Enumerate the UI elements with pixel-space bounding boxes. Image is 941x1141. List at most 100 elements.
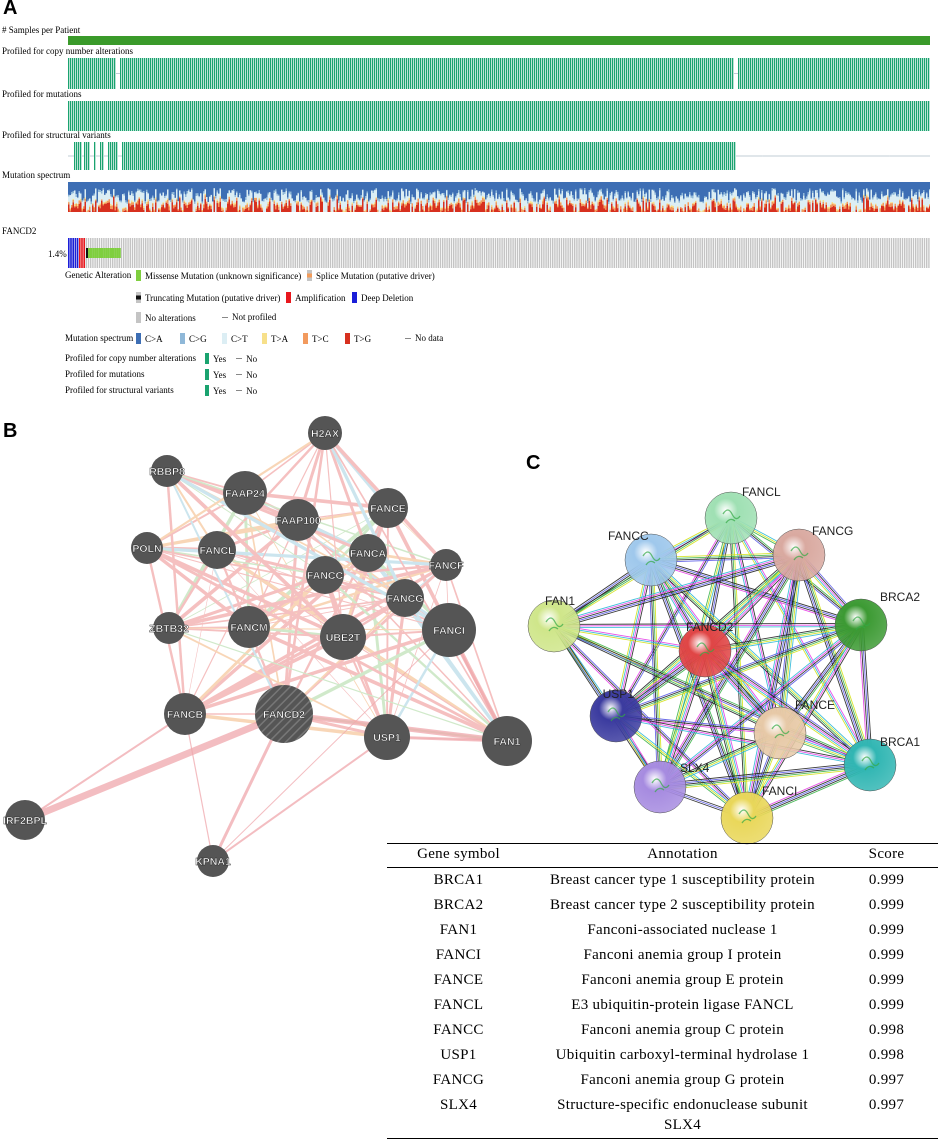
gene-cell: BRCA2 (433, 897, 484, 913)
annotation-cell: Fanconi anemia group I protein (583, 947, 782, 963)
protein-node-label: FANCI (762, 784, 797, 798)
no-swatch (236, 358, 243, 359)
protein-node (633, 760, 687, 814)
score-cell: 0.999 (868, 997, 905, 1013)
network-node (386, 579, 424, 617)
legend-spectrum-item: C>T (222, 333, 248, 344)
network-node (151, 455, 183, 487)
network-node (197, 845, 229, 877)
legend-no-alterations: No alterations (136, 312, 196, 323)
gene-cell: FAN1 (439, 922, 478, 938)
protein-node (678, 624, 732, 678)
score-cell: 0.998 (868, 1022, 905, 1038)
yes-swatch (205, 353, 209, 364)
protein-node-label: FAN1 (545, 594, 575, 608)
gene-cell: FANCG (432, 1072, 485, 1088)
annotation-cell: Fanconi anemia group G protein (580, 1072, 785, 1088)
legend-profiled-label: Profiled for structural variants (65, 385, 174, 395)
network-node (306, 556, 344, 594)
network-node-label: FAN1 (494, 736, 521, 748)
network-node-label: IRF2BPL (3, 815, 47, 827)
annotation-cell: Breast cancer type 2 susceptibility prot… (550, 897, 815, 913)
network-node (153, 612, 185, 644)
gene-cell: FANCE (433, 972, 484, 988)
annotation-cell: Fanconi-associated nuclease 1 (587, 922, 778, 938)
protein-node (589, 689, 643, 743)
samples-track-label: # Samples per Patient (2, 25, 81, 35)
protein-node (834, 598, 888, 652)
network-node-label: UBE2T (326, 632, 361, 644)
annotation-cell: Fanconi anemia group C protein (580, 1022, 785, 1038)
missense-swatch (136, 270, 141, 281)
network-node (364, 714, 410, 760)
table-row: BRCA2 Breast cancer type 2 susceptibility… (387, 893, 938, 918)
deep-deletion-swatch (352, 292, 357, 303)
gene-track-label: FANCD2 (2, 226, 37, 236)
yes-swatch (205, 369, 209, 380)
score-cell: 0.999 (868, 872, 905, 888)
table-row: FANCC Fanconi anemia group C protein 0.998 (387, 1018, 938, 1043)
legend-profiled-label: Profiled for mutations (65, 369, 145, 379)
protein-node (704, 491, 758, 545)
network-node (349, 534, 387, 572)
network-node (482, 716, 532, 766)
fancd2-oncoprint-track (68, 238, 930, 268)
legend-spectrum-item: T>G (345, 333, 371, 344)
yes-swatch (205, 385, 209, 396)
sv-profiled-track (68, 142, 930, 170)
score-cell: 0.998 (868, 1047, 905, 1063)
protein-node-label: SLX4 (680, 761, 710, 775)
legend-no-data: No data (405, 333, 443, 343)
protein-node (753, 706, 807, 760)
network-node (308, 416, 342, 450)
network-node (164, 693, 206, 735)
legend-spectrum-item: T>C (303, 333, 329, 344)
spectrum-swatch (345, 333, 350, 344)
legend-not-profiled: Not profiled (222, 312, 276, 322)
gene-cell: FANCL (433, 997, 484, 1013)
table-row: FANCG Fanconi anemia group G protein 0.997 (387, 1068, 938, 1093)
network-node (5, 800, 45, 840)
header-score: Score (835, 843, 938, 868)
header-annotation: Annotation (530, 843, 835, 868)
spectrum-swatch (136, 333, 141, 344)
network-node-label: FANCE (370, 503, 406, 515)
splice-swatch (307, 270, 312, 281)
protein-node-label: FANCG (812, 524, 853, 538)
legend-missense: Missense Mutation (unknown significance) (136, 270, 301, 281)
header-gene-symbol: Gene symbol (387, 843, 530, 868)
protein-node (527, 599, 581, 653)
score-cell: 0.997 (868, 1072, 905, 1088)
network-node-label: FANCC (307, 570, 344, 582)
score-cell: 0.999 (868, 947, 905, 963)
spectrum-track-label: Mutation spectrum (2, 170, 71, 180)
network-node-label: POLN (132, 543, 161, 555)
score-cell: 0.999 (868, 922, 905, 938)
annotation-cell: Breast cancer type 1 susceptibility prot… (550, 872, 815, 888)
annotation-cell: Ubiquitin carboxyl-terminal hydrolase 1 (555, 1047, 810, 1063)
legend-amplification: Amplification (286, 292, 346, 303)
protein-node (624, 533, 678, 587)
network-node-label: USP1 (373, 732, 401, 744)
annotation-cell: Fanconi anemia group E protein (581, 972, 784, 988)
network-node-label: FANCF (429, 560, 465, 572)
network-node-label: FANCA (350, 548, 387, 560)
legend-mutation-spectrum-title: Mutation spectrum (65, 333, 134, 343)
panel-a-label: A (3, 0, 18, 19)
network-node (422, 603, 476, 657)
mutations-profiled-track (68, 101, 930, 131)
spectrum-swatch (303, 333, 308, 344)
no-swatch (236, 390, 243, 391)
protein-node-label: FANCE (795, 698, 835, 712)
no-alteration-swatch (136, 312, 141, 323)
gene-cell: FANCC (433, 1022, 484, 1038)
gene-cell: BRCA1 (433, 872, 484, 888)
network-node (277, 499, 319, 541)
